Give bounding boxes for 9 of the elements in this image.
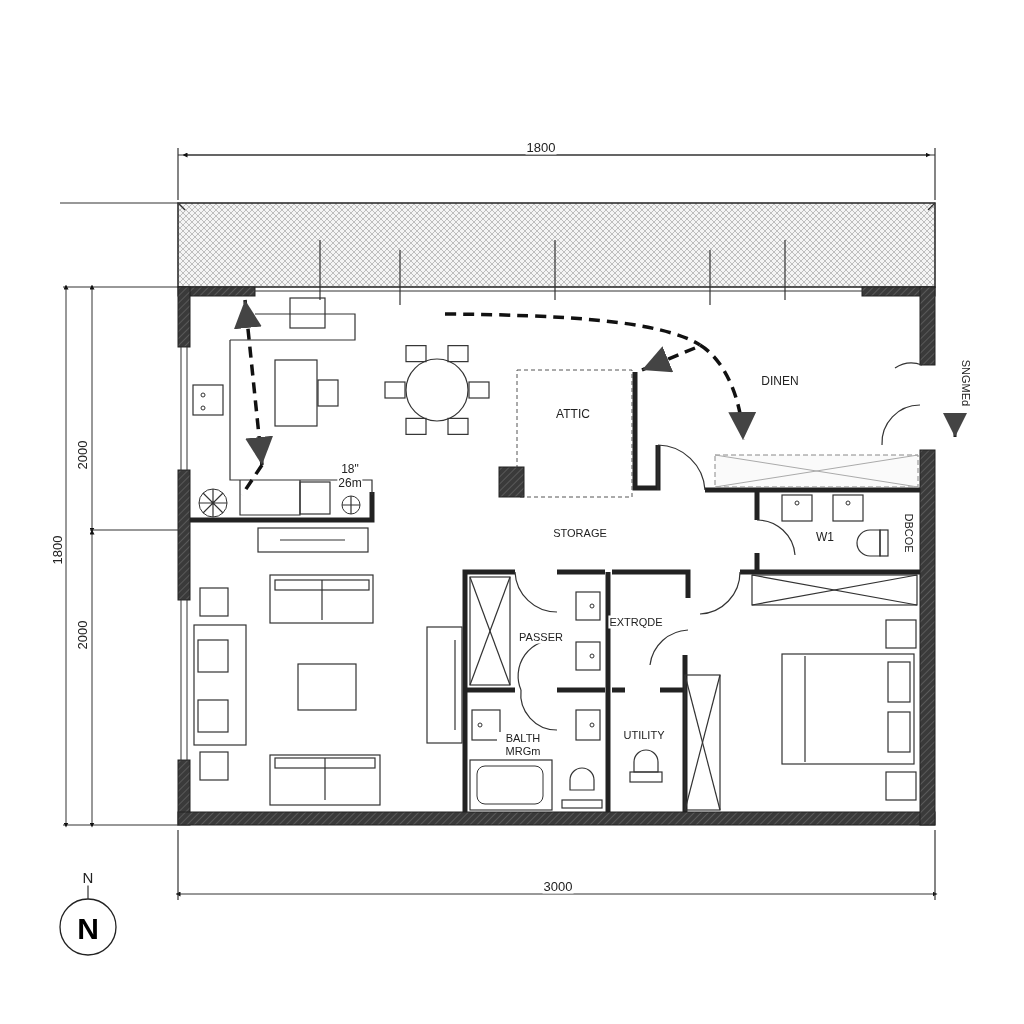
room-label: W1 xyxy=(815,530,835,544)
room-label: EXTRQDE xyxy=(608,615,664,629)
room-label: STORAGE xyxy=(552,526,608,540)
dimension-label: 18" xyxy=(340,462,360,476)
room-label: PASSER xyxy=(518,630,564,644)
room-label: DINEN xyxy=(760,374,800,388)
room-label: ATTIC xyxy=(555,407,591,421)
room-label: UTILITY xyxy=(622,728,666,742)
dimension-label: 26m xyxy=(337,476,363,490)
